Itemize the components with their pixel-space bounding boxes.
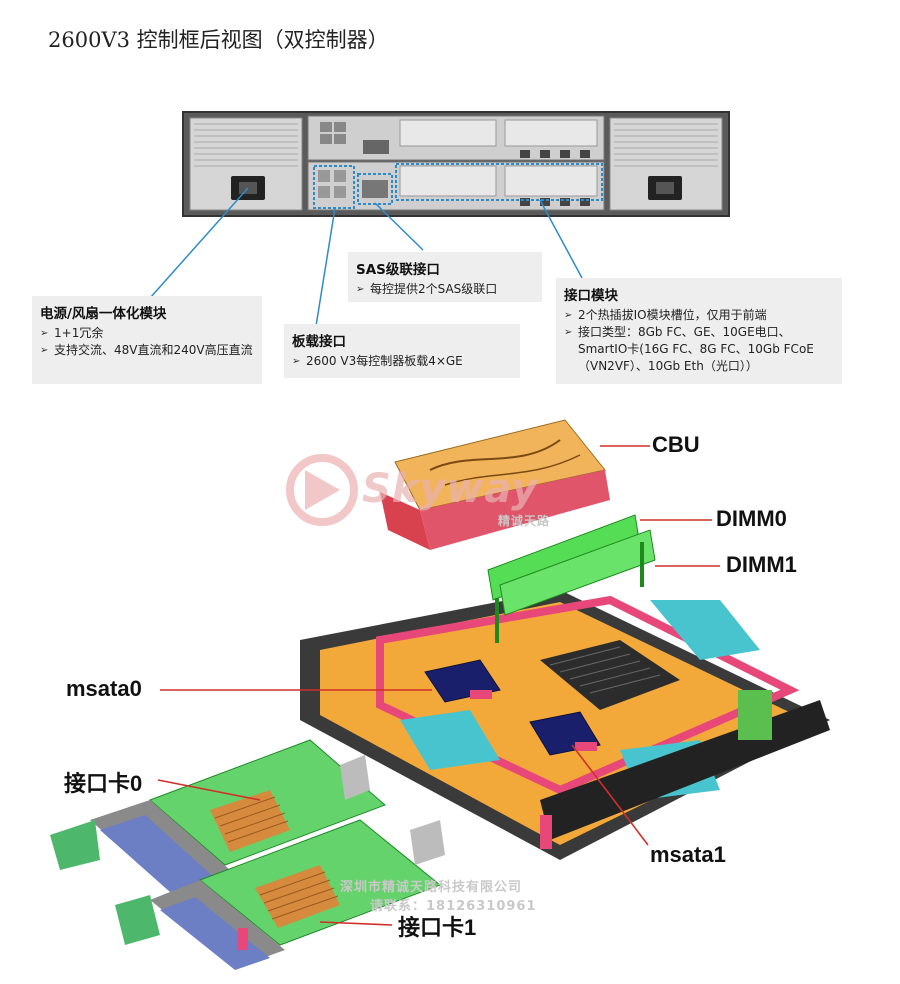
chassis-rear-view [182, 111, 730, 217]
callout-interface-module-item: 2个热插拔IO模块槽位，仅用于前端 [564, 307, 834, 324]
callout-interface-module: 接口模块 2个热插拔IO模块槽位，仅用于前端 接口类型：8Gb FC、GE、10… [556, 278, 842, 384]
page-title: 2600V3 控制框后视图（双控制器） [48, 28, 389, 52]
callout-sas: SAS级联接口 每控提供2个SAS级联口 [348, 252, 542, 302]
onboard-ports-highlight [313, 165, 355, 209]
watermark-company: 深圳市精诚天路科技有限公司 [340, 880, 523, 895]
callout-onboard-item: 2600 V3每控制器板载4×GE [292, 353, 512, 370]
controller-bottom [307, 161, 605, 211]
callout-onboard: 板载接口 2600 V3每控制器板载4×GE [284, 324, 520, 378]
label-cbu: CBU [652, 432, 700, 457]
onboard-leader-line [315, 207, 336, 327]
watermark-contact: 请联系：18126310961 [370, 899, 537, 914]
callout-sas-item: 每控提供2个SAS级联口 [356, 281, 534, 298]
callout-power-fan: 电源/风扇一体化模块 1+1冗余 支持交流、48V直流和240V高压直流 [32, 296, 262, 384]
callout-power-fan-item: 支持交流、48V直流和240V高压直流 [40, 342, 254, 359]
label-dimm1: DIMM1 [726, 552, 797, 577]
label-msata1: msata1 [650, 842, 726, 867]
controller-exploded-view [50, 419, 830, 970]
watermark-logo [286, 454, 358, 526]
callout-power-fan-item: 1+1冗余 [40, 325, 254, 342]
dimm1-module [499, 529, 656, 616]
label-interface-card1: 接口卡1 [398, 915, 477, 940]
label-msata0: msata0 [66, 676, 142, 701]
psu-right [609, 117, 723, 211]
watermark-logo-text: Skyway [362, 466, 539, 512]
interface-leader-line [539, 199, 583, 279]
callout-interface-module-item: 接口类型：8Gb FC、GE、10GE电口、SmartIO卡(16G FC、8G… [564, 324, 834, 375]
controller-top [307, 115, 605, 161]
psu-left [189, 117, 303, 211]
interface-card0 [50, 739, 386, 892]
msata1-leader-line [571, 744, 649, 846]
callout-onboard-head: 板载接口 [292, 334, 346, 350]
interface-module-highlight [395, 163, 603, 201]
cbu-module [380, 419, 610, 550]
card1-leader-line [319, 921, 393, 926]
sas-leader-line [374, 202, 424, 251]
callout-power-fan-head: 电源/风扇一体化模块 [40, 306, 167, 322]
label-dimm0: DIMM0 [716, 506, 787, 531]
callout-interface-module-head: 接口模块 [564, 288, 618, 304]
card0-leader-line [157, 779, 261, 801]
label-interface-card0: 接口卡0 [64, 771, 143, 796]
interface-card1 [115, 819, 445, 970]
callout-sas-head: SAS级联接口 [356, 262, 440, 278]
watermark-logo-cn: 精诚天路 [498, 514, 551, 528]
power-leader-line [149, 187, 249, 299]
